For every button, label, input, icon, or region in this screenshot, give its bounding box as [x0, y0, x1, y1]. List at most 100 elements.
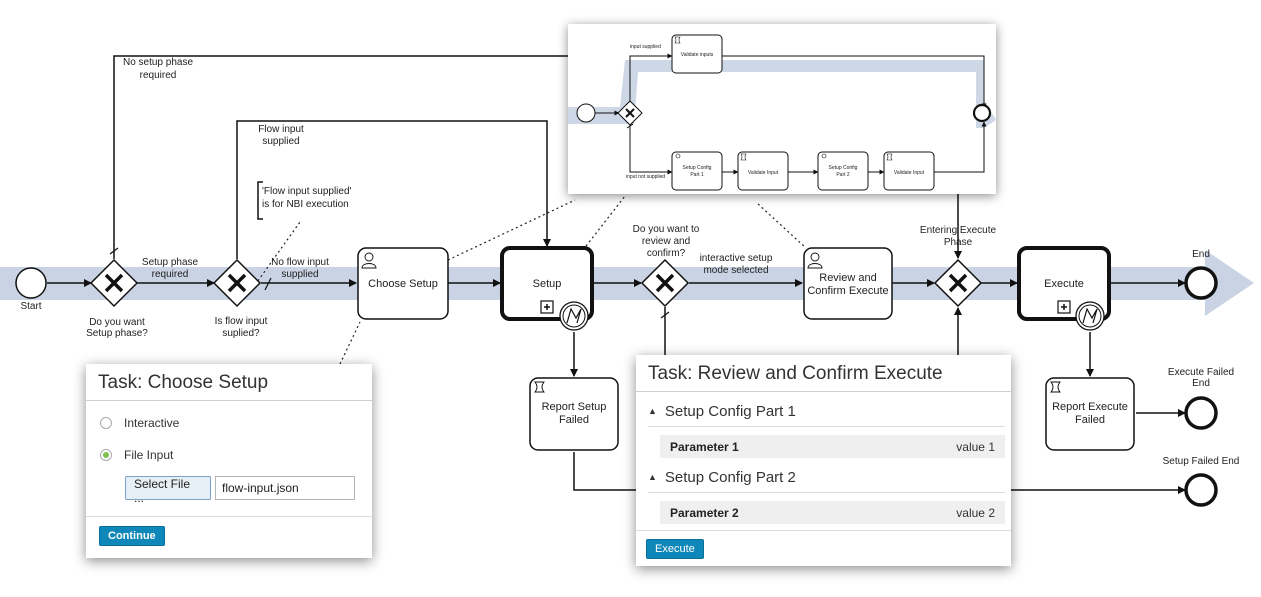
gateway-execute-label-2: Phase	[944, 237, 973, 248]
user-task-icon	[675, 153, 681, 159]
subtask-setup-config-part2[interactable]: Setup Config Part 2	[817, 151, 869, 191]
subtask-validate-2-label: Validate Input	[894, 170, 925, 176]
flow-label-setup-required-1: Setup phase	[142, 257, 199, 268]
task-review-confirm[interactable]: Review and Confirm Execute	[803, 247, 893, 320]
flow-label-no-input-1: No flow input	[271, 257, 329, 268]
task-choose-setup-label: Choose Setup	[368, 278, 438, 290]
param-2-value: value 2	[956, 505, 995, 520]
review-confirm-panel: Task: Review and Confirm Execute ▲ Setup…	[636, 355, 1011, 566]
gateway-review-label-3: confirm?	[647, 248, 686, 259]
subtask-validate-input-1[interactable]: Validate Input	[737, 151, 789, 191]
label-input-not-supplied: input not supplied	[626, 174, 665, 180]
error-boundary-event-icon[interactable]	[559, 301, 589, 331]
script-task-icon	[674, 36, 681, 44]
chevron-up-icon[interactable]: ▲	[648, 406, 657, 416]
expand-marker-icon[interactable]	[1057, 300, 1071, 314]
section-part1-heading: Setup Config Part 1	[664, 402, 796, 420]
param-row-1: Parameter 1 value 1	[660, 435, 1005, 458]
task-setup-subprocess[interactable]: Setup	[500, 246, 594, 321]
user-task-icon	[361, 252, 377, 269]
task-report-execute-label-1: Report Execute	[1052, 401, 1128, 413]
review-footer: Execute	[636, 530, 1011, 559]
task-report-execute-label-2: Failed	[1075, 414, 1105, 426]
task-report-setup-failed[interactable]: Report Setup Failed	[529, 377, 619, 451]
execute-failed-end-event[interactable]	[1184, 396, 1218, 430]
subprocess-end-event[interactable]	[972, 103, 992, 123]
subtask-setup-config-part1[interactable]: Setup Config Part 1	[671, 151, 723, 191]
divider	[648, 492, 1005, 501]
radio-interactive-label: Interactive	[124, 416, 180, 430]
task-setup-label: Setup	[533, 278, 562, 290]
gateway-setup-phase[interactable]	[89, 258, 139, 308]
task-execute-label: Execute	[1044, 278, 1084, 290]
file-picker-row: Select File ...	[86, 475, 372, 505]
divider	[648, 426, 1005, 435]
setup-failed-end-label: Setup Failed End	[1163, 456, 1240, 467]
task-choose-setup[interactable]: Choose Setup	[357, 247, 449, 320]
file-name-input[interactable]	[215, 476, 355, 500]
annotation-line-1: 'Flow input supplied'	[262, 186, 352, 197]
choose-setup-title: Task: Choose Setup	[86, 364, 372, 401]
flow-label-input-supplied-1: Flow input	[258, 124, 304, 135]
expand-marker-icon[interactable]	[540, 300, 554, 314]
script-task-icon	[886, 153, 893, 161]
gateway-flow-input[interactable]	[212, 258, 262, 308]
flow-label-setup-required-2: required	[152, 269, 189, 280]
end-event[interactable]	[1184, 266, 1218, 300]
subprocess-path-band	[568, 60, 996, 128]
section-setup-config-part2[interactable]: ▲ Setup Config Part 2	[636, 462, 1011, 492]
param-1-name: Parameter 1	[670, 439, 739, 454]
flow-label-input-supplied-2: supplied	[262, 136, 299, 147]
gateway-setup-phase-label-1: Do you want	[89, 317, 145, 328]
script-task-icon	[534, 381, 545, 393]
radio-file-input-icon[interactable]	[100, 449, 112, 461]
chevron-up-icon[interactable]: ▲	[648, 472, 657, 482]
label-input-supplied: input supplied	[630, 44, 661, 50]
continue-button[interactable]: Continue	[99, 526, 165, 546]
section-setup-config-part1[interactable]: ▲ Setup Config Part 1	[636, 396, 1011, 426]
gateway-flow-input-label-1: Is flow input	[215, 316, 268, 327]
setup-failed-end-event[interactable]	[1184, 473, 1218, 507]
script-task-icon	[1050, 381, 1061, 393]
execute-failed-end-label-1: Execute Failed	[1168, 367, 1234, 378]
section-part2-heading: Setup Config Part 2	[664, 468, 796, 486]
flow-label-interactive-2: mode selected	[703, 265, 768, 276]
task-execute-subprocess[interactable]: Execute	[1017, 246, 1111, 321]
radio-interactive-icon[interactable]	[100, 417, 112, 429]
param-1-value: value 1	[956, 439, 995, 454]
radio-file-input-label: File Input	[124, 448, 174, 462]
flow-label-no-setup-1: No setup phase	[123, 57, 193, 68]
subtask-part1-label-1: Setup Config	[683, 165, 712, 171]
zoom-connectors	[254, 195, 807, 365]
end-label: End	[1192, 249, 1210, 260]
start-event[interactable]	[15, 267, 47, 299]
task-report-setup-label-1: Report Setup	[542, 401, 607, 413]
flow-label-interactive-1: interactive setup	[700, 253, 773, 264]
script-task-icon	[740, 153, 747, 161]
subprocess-gateway[interactable]	[617, 100, 643, 126]
param-row-2: Parameter 2 value 2	[660, 501, 1005, 524]
task-report-execute-failed[interactable]: Report Execute Failed	[1045, 377, 1135, 451]
subtask-validate-inputs[interactable]: Validate inputs	[671, 34, 723, 74]
radio-option-interactive[interactable]: Interactive	[86, 407, 372, 439]
default-flow-markers	[109, 247, 670, 319]
radio-option-file-input[interactable]: File Input	[86, 439, 372, 471]
select-file-button[interactable]: Select File ...	[125, 476, 211, 505]
execute-button[interactable]: Execute	[646, 539, 704, 559]
subprocess-start-event[interactable]	[576, 103, 596, 123]
user-task-icon	[807, 252, 823, 269]
review-confirm-title: Task: Review and Confirm Execute	[636, 355, 1011, 392]
choose-setup-footer: Continue	[86, 516, 372, 546]
task-report-setup-label-2: Failed	[559, 414, 589, 426]
flow-label-no-setup-2: required	[140, 70, 177, 81]
gateway-review[interactable]	[640, 258, 690, 308]
subtask-validate-inputs-label: Validate inputs	[681, 52, 714, 58]
gateway-execute[interactable]	[933, 258, 983, 308]
subprocess-flows	[595, 53, 987, 175]
error-boundary-event-icon[interactable]	[1075, 301, 1105, 331]
subtask-part2-label-2: Part 2	[836, 172, 850, 178]
gateway-review-label-2: review and	[642, 236, 690, 247]
gateway-flow-input-label-2: suplied?	[222, 328, 260, 339]
annotation-line-2: is for NBI execution	[262, 199, 349, 210]
subtask-validate-input-2[interactable]: Validate Input	[883, 151, 935, 191]
